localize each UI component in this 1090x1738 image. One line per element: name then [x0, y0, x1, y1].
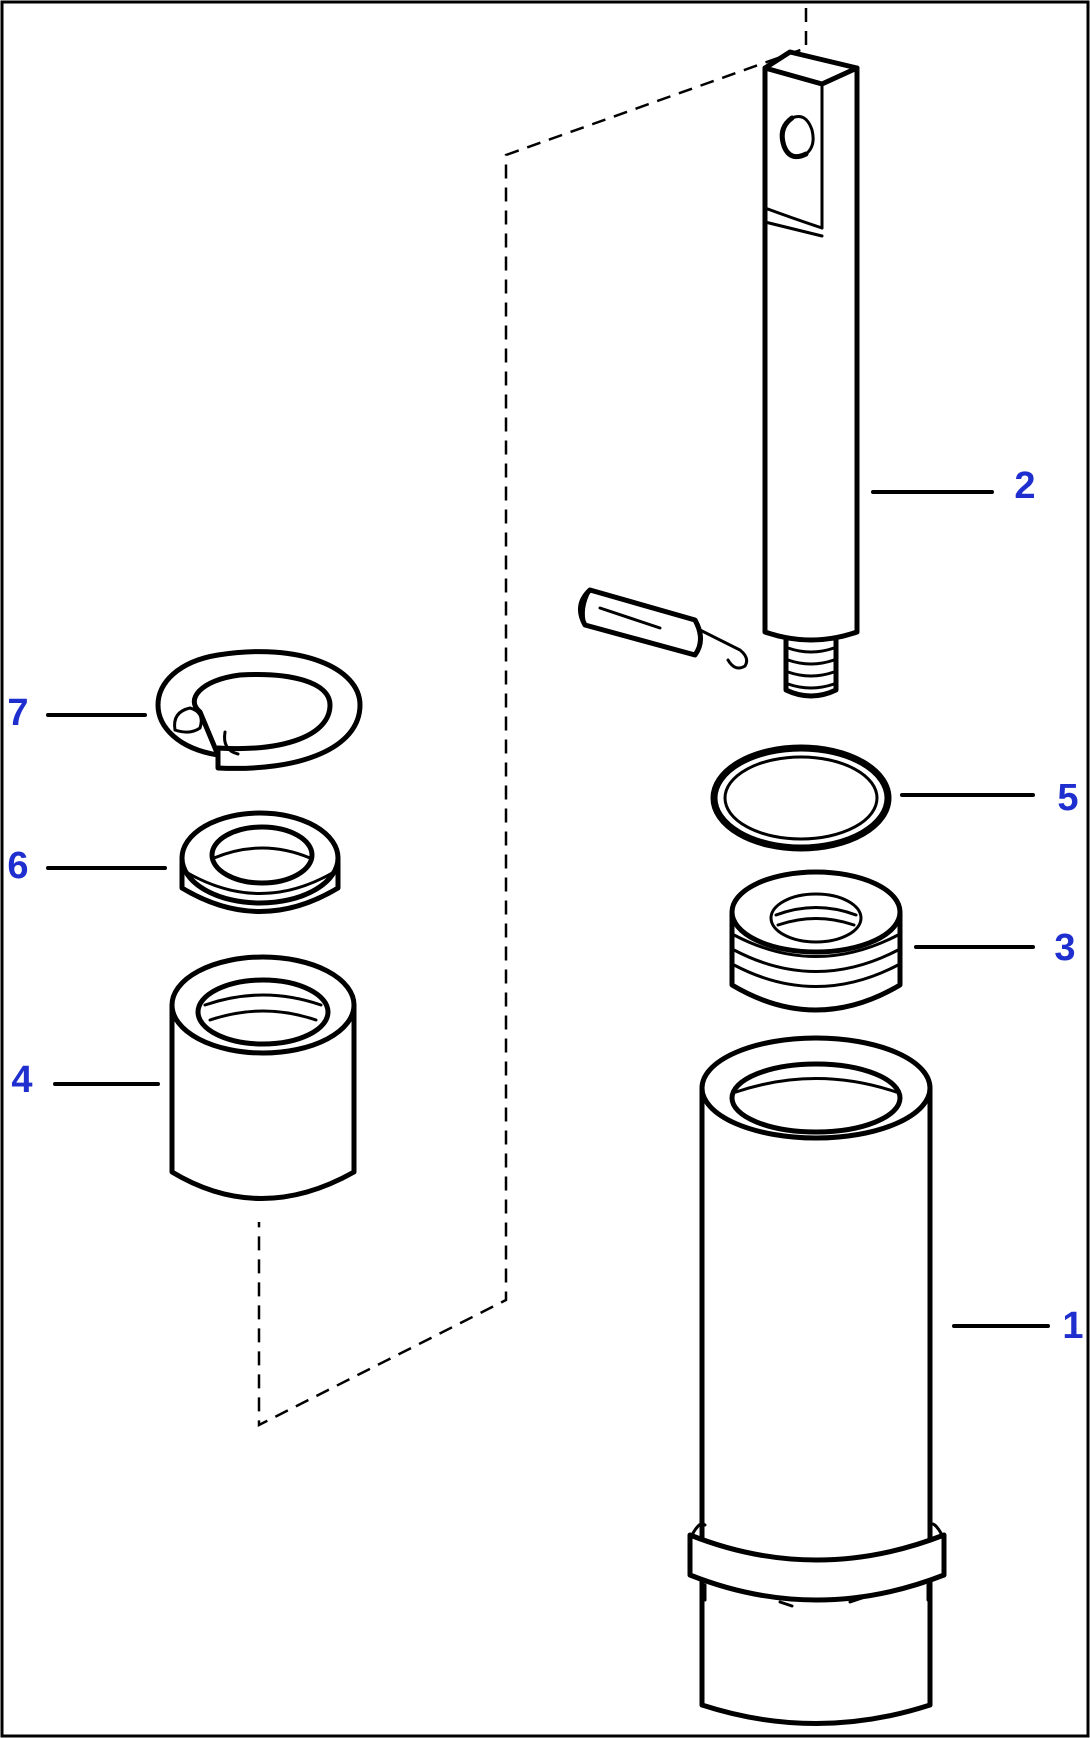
- callout-2: 2: [1014, 465, 1035, 507]
- cylinder-body: [699, 1085, 933, 1726]
- o-ring-outer: [710, 744, 892, 852]
- rod-top-face: [762, 49, 860, 87]
- cylinder-tube-part-1: [687, 1035, 947, 1726]
- callout-1: 1: [1062, 1305, 1083, 1347]
- cylinder-bore: [729, 1061, 903, 1135]
- callout-3: 3: [1054, 927, 1075, 969]
- bushing-part-6: [179, 810, 341, 914]
- rod-cross-hole: [779, 115, 809, 160]
- assembly-guide-line: [257, 8, 808, 1428]
- sleeve-body: [169, 1002, 357, 1201]
- callout-5: 5: [1057, 777, 1078, 819]
- piston-top: [729, 869, 903, 955]
- rod-shaft: [762, 65, 860, 643]
- sleeve-part-4: [169, 954, 357, 1201]
- callout-7: 7: [7, 692, 28, 734]
- bushing-bore: [209, 824, 315, 886]
- o-ring-part-5: [710, 744, 892, 852]
- callout-6: 6: [7, 845, 28, 887]
- cylinder-collar: [687, 1532, 947, 1603]
- snap-ring-body: [155, 649, 363, 771]
- callout-4: 4: [11, 1059, 32, 1101]
- piston-part-3: [729, 869, 903, 1013]
- snap-ring-part-7: [155, 649, 363, 771]
- rod-part-2: [578, 49, 860, 699]
